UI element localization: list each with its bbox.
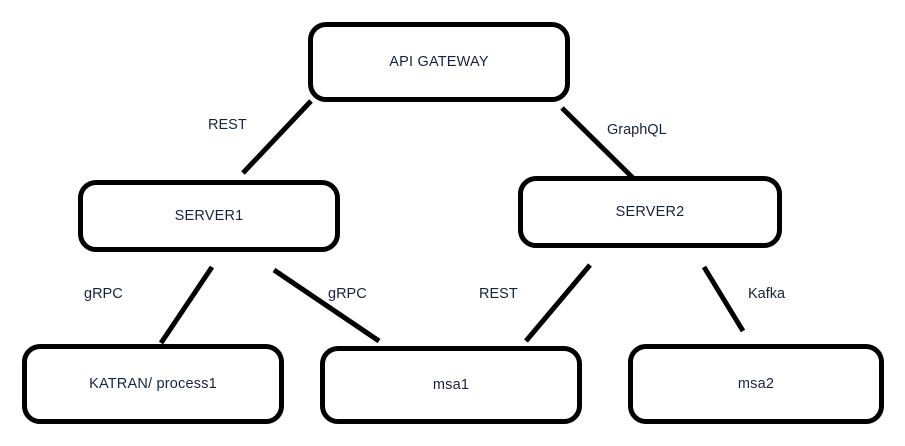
edge-server1-to-msa1 [272,267,381,344]
node-msa2[interactable]: msa2 [628,344,884,424]
edge-label-grpc-server1-msa1: gRPC [328,286,367,302]
edge-label-kafka-server2-msa2: Kafka [748,286,786,302]
edge-label-rest-gateway-server1: REST [208,117,247,133]
node-label-msa2: msa2 [737,375,775,392]
edge-gateway-to-server1 [241,99,313,175]
edge-label-graphql-gateway-server2: GraphQL [607,122,667,138]
edge-server2-to-msa2 [701,265,746,333]
node-label-server2: SERVER2 [615,203,685,220]
node-label-msa1: msa1 [432,376,470,393]
node-api-gateway[interactable]: API GATEWAY [308,22,570,102]
node-katran-process1[interactable]: KATRAN/ process1 [22,344,284,424]
node-server2[interactable]: SERVER2 [518,176,782,248]
edge-server1-to-katran [158,265,215,345]
node-label-api-gateway: API GATEWAY [389,53,489,70]
node-label-katran-process1: KATRAN/ process1 [89,375,217,392]
edge-label-grpc-server1-katran: gRPC [84,286,123,302]
edge-gateway-to-server2 [560,106,635,180]
edge-server2-to-msa1 [524,263,592,343]
node-label-server1: SERVER1 [174,207,244,224]
node-server1[interactable]: SERVER1 [78,180,340,252]
edge-label-rest-server2-msa1: REST [479,286,518,302]
node-msa1[interactable]: msa1 [320,346,582,424]
